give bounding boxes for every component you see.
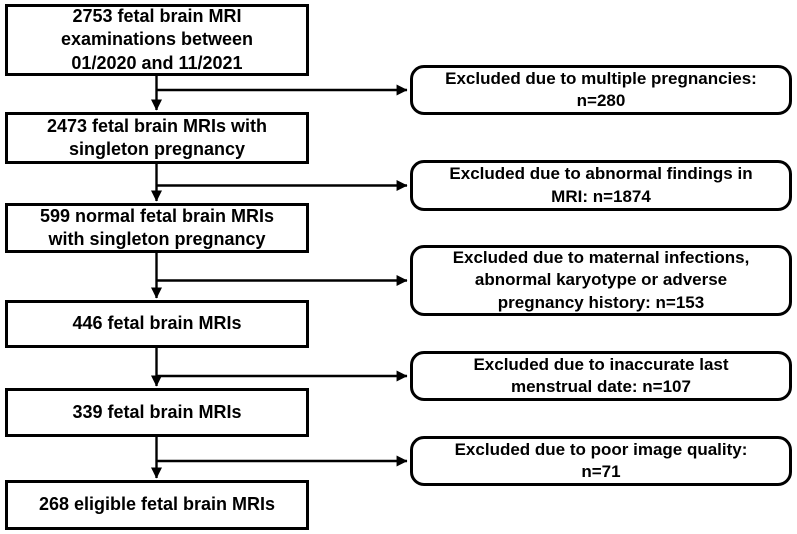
exclusion-box-poor-image-quality: Excluded due to poor image quality: n=71 xyxy=(410,436,792,486)
process-box-total-examinations: 2753 fetal brain MRI examinations betwee… xyxy=(5,4,309,76)
exclusion-box-abnormal-findings: Excluded due to abnormal findings in MRI… xyxy=(410,160,792,211)
exclusion-box-maternal-infections: Excluded due to maternal infections, abn… xyxy=(410,245,792,316)
process-box-after-date-filter: 339 fetal brain MRIs xyxy=(5,388,309,437)
process-box-normal-singleton: 599 normal fetal brain MRIs with singlet… xyxy=(5,203,309,253)
process-box-singleton: 2473 fetal brain MRIs with singleton pre… xyxy=(5,112,309,164)
process-box-after-history-filter: 446 fetal brain MRIs xyxy=(5,300,309,348)
process-box-eligible: 268 eligible fetal brain MRIs xyxy=(5,480,309,530)
exclusion-box-inaccurate-date: Excluded due to inaccurate last menstrua… xyxy=(410,351,792,401)
exclusion-box-multiple-pregnancies: Excluded due to multiple pregnancies: n=… xyxy=(410,65,792,115)
